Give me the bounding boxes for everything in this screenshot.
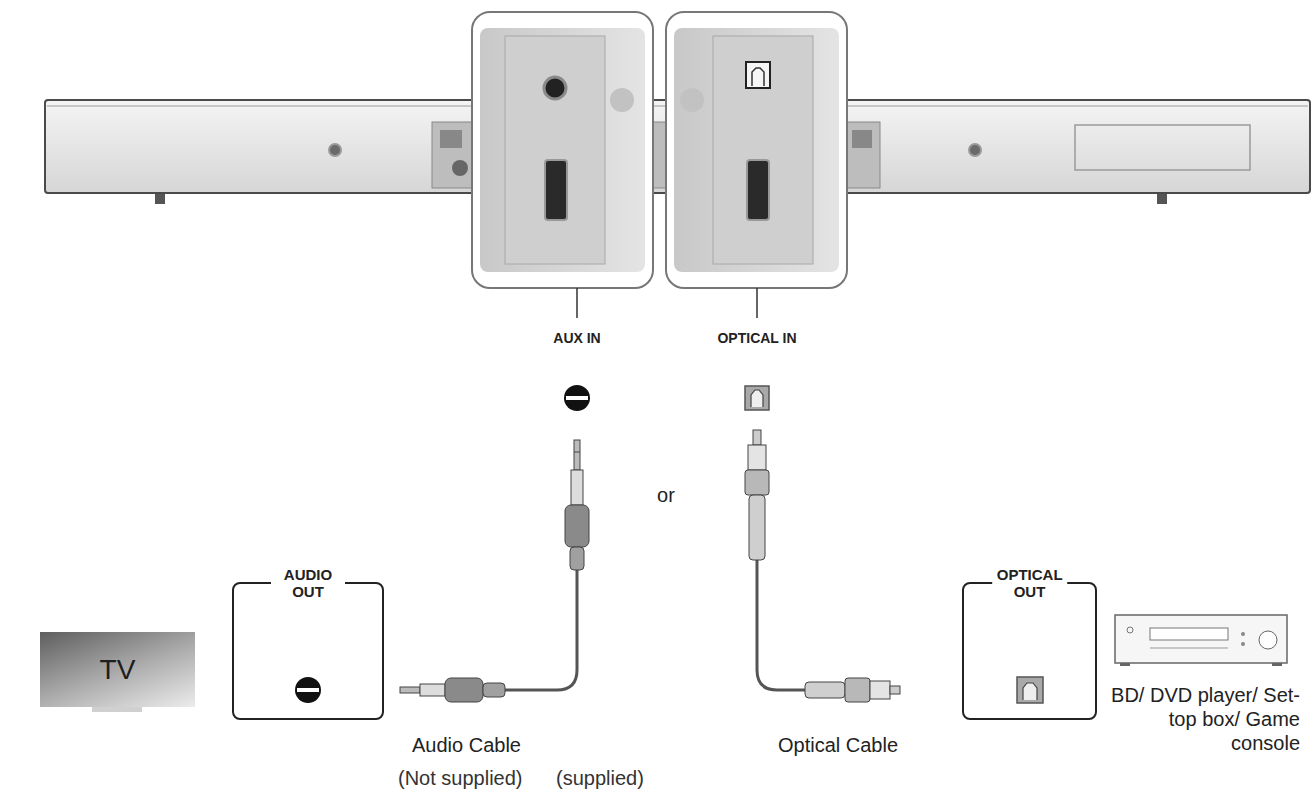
audio-cable-part xyxy=(565,505,589,547)
optical-out-port-part xyxy=(1017,677,1043,703)
soundbar-part xyxy=(440,130,462,148)
dvd-player-part xyxy=(1241,632,1245,636)
audio-cable-part xyxy=(570,547,584,570)
device-name: BD/ DVD player/ Set-top box/ Game consol… xyxy=(1110,683,1300,755)
dvd-player-part xyxy=(1127,627,1133,633)
audio-cable-part xyxy=(574,452,580,453)
audio-cable-part xyxy=(420,684,445,696)
soundbar-part xyxy=(1075,125,1250,170)
audio-cable-part xyxy=(574,440,580,470)
optical-cable-part xyxy=(845,678,870,702)
optical-inset-part xyxy=(680,88,704,112)
dvd-player-part xyxy=(1259,631,1277,649)
or-note: or xyxy=(657,483,675,507)
optical-cable-part xyxy=(870,681,890,699)
aux-inset-part xyxy=(610,88,634,112)
optical-inset-part xyxy=(674,28,839,272)
optical-inset-part xyxy=(747,160,769,220)
soundbar-part xyxy=(329,144,341,156)
optical-port-symbol-part xyxy=(745,386,769,410)
tv-label: TV xyxy=(100,654,136,686)
optical-cable-part xyxy=(757,560,805,690)
optical-cable-part xyxy=(749,495,765,560)
optical-inset-part xyxy=(752,68,764,86)
leader-line-part xyxy=(756,288,758,318)
port-box: AUDIO OUT xyxy=(232,582,384,720)
optical-cable-part xyxy=(805,682,845,698)
optical-cable-part xyxy=(753,430,761,445)
optical-inset xyxy=(666,12,847,288)
leader-line xyxy=(577,288,757,318)
optical-cable-part xyxy=(745,470,769,495)
audio-out-jack-part xyxy=(297,688,319,692)
supply-note: (supplied) xyxy=(556,766,644,790)
dvd-player-part xyxy=(1115,615,1287,663)
cable-name: Audio Cable xyxy=(412,733,521,757)
optical-inset-part xyxy=(746,62,770,88)
port-label: AUX IN xyxy=(553,330,600,347)
dvd-player-part xyxy=(1150,628,1228,640)
optical-inset-part xyxy=(713,36,813,264)
optical-cable-part xyxy=(748,445,766,470)
port-heading: AUDIO OUT xyxy=(271,567,345,600)
soundbar-part xyxy=(852,130,872,148)
soundbar-part xyxy=(452,160,468,176)
soundbar-part xyxy=(969,144,981,156)
audio-cable-part xyxy=(505,570,577,690)
tv-stand xyxy=(92,707,142,712)
optical-cable xyxy=(745,430,900,702)
port-box: OPTICAL OUT xyxy=(962,582,1097,720)
audio-cable-part xyxy=(571,470,583,505)
aux-port-symbol-part xyxy=(566,396,588,400)
dvd-player xyxy=(1115,615,1287,666)
audio-cable xyxy=(400,440,589,702)
optical-port-symbol xyxy=(745,386,769,410)
audio-cable-part xyxy=(400,687,420,693)
aux-port-symbol-part xyxy=(564,385,590,411)
dvd-player-part xyxy=(1150,648,1228,649)
aux-inset xyxy=(472,12,653,288)
optical-cable-part xyxy=(890,686,900,694)
audio-out-jack xyxy=(295,677,321,703)
audio-cable-part xyxy=(483,683,505,697)
tv-icon: TV xyxy=(40,632,195,707)
optical-inset-part xyxy=(666,12,847,288)
leader-line-part xyxy=(576,288,578,318)
audio-out-jack-part xyxy=(295,677,321,703)
audio-cable-part xyxy=(445,678,483,702)
cable-name: Optical Cable xyxy=(778,733,898,757)
aux-inset-part xyxy=(544,77,566,99)
port-label: OPTICAL IN xyxy=(717,330,796,347)
optical-out-port-part xyxy=(1023,683,1037,700)
aux-inset-part xyxy=(472,12,653,288)
aux-inset-part xyxy=(480,28,645,272)
aux-port-symbol xyxy=(564,385,590,411)
port-heading: OPTICAL OUT xyxy=(992,567,1068,600)
aux-inset-part xyxy=(505,36,605,264)
supply-note: (Not supplied) xyxy=(398,766,523,790)
dvd-player-part xyxy=(1241,642,1245,646)
optical-port-symbol-part xyxy=(751,390,763,407)
aux-inset-part xyxy=(545,160,567,220)
optical-out-port xyxy=(1017,677,1043,703)
